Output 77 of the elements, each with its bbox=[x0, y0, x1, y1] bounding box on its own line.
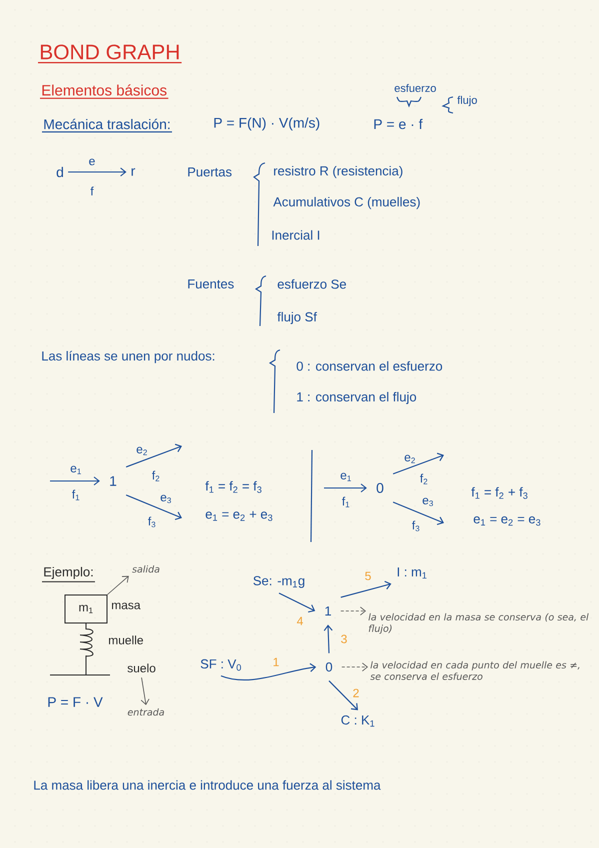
heading: Ejemplo: bbox=[42, 566, 95, 582]
edge-label: e$_{2}$ bbox=[403, 454, 417, 464]
list-item: 0 : conservan el esfuerzo bbox=[296, 361, 442, 371]
edge-label: e$_{1}$ bbox=[339, 472, 353, 482]
annotation: flujo bbox=[457, 96, 477, 106]
list-item: flujo Sf bbox=[277, 312, 317, 324]
category-label: Puertas bbox=[188, 167, 232, 177]
arrow bbox=[278, 592, 316, 613]
arrow bbox=[68, 168, 126, 176]
arrow bbox=[126, 494, 182, 520]
note-text: la velocidad en cada punto del muelle es ≠, se conserva el esfuerzo bbox=[370, 661, 580, 680]
signal-label: f$_{1}$ bbox=[342, 496, 350, 508]
element-label: Se: -m$_{1}$g bbox=[253, 576, 304, 588]
arrow bbox=[392, 452, 444, 474]
arrow bbox=[340, 606, 366, 616]
port-label: r bbox=[132, 168, 136, 176]
category-label: Fuentes bbox=[188, 279, 234, 289]
signal-label: f bbox=[90, 186, 94, 196]
note-text: la velocidad en la masa se conserva (o sea, el flujo) bbox=[368, 613, 589, 634]
equation: P = e · f bbox=[374, 118, 423, 130]
equation: P = F · V bbox=[48, 697, 103, 707]
junction-symbol: 0 bbox=[326, 662, 332, 672]
list-item: Acumulativos C (muelles) bbox=[273, 196, 420, 210]
list-item: Inercial I bbox=[272, 230, 320, 240]
signal-label: f$_{2}$ bbox=[152, 470, 160, 482]
ground-label: suelo bbox=[128, 664, 156, 672]
equation: P = F(N) · V(m/s) bbox=[214, 117, 320, 131]
edge-label: 3 bbox=[340, 634, 348, 644]
arrow bbox=[126, 444, 182, 468]
arrow bbox=[107, 576, 129, 595]
edge-label: e$_{1}$ bbox=[69, 464, 83, 476]
edge-label: e bbox=[88, 158, 96, 166]
element-label: I : m$_{1}$ bbox=[398, 567, 426, 579]
edge-label: e$_{3}$ bbox=[421, 496, 435, 508]
mass-label: masa bbox=[112, 602, 141, 610]
mass-box: m$_{1}$ bbox=[64, 594, 108, 624]
heading: Elementos básicos bbox=[40, 84, 168, 99]
arrow bbox=[324, 624, 333, 654]
arrow bbox=[50, 476, 100, 486]
statement: La masa libera una inercia e introduce una fuerza al sistema bbox=[34, 780, 381, 790]
equation: e$_{1}$ = e$_{2}$ = e$_{3}$ bbox=[474, 516, 540, 526]
annotation: esfuerzo bbox=[394, 84, 436, 92]
edge-label: 1 bbox=[272, 656, 280, 668]
edge-label: 5 bbox=[364, 570, 372, 582]
arrow bbox=[220, 663, 316, 681]
list-item: 1 : conservan el flujo bbox=[297, 392, 416, 404]
arrow bbox=[140, 677, 150, 706]
equation: f$_{1}$ = f$_{2}$ + f$_{3}$ bbox=[471, 487, 528, 499]
arrow bbox=[328, 680, 358, 710]
list-item: resistro R (resistencia) bbox=[274, 166, 402, 178]
element-label: C : K$_{1}$ bbox=[341, 715, 374, 727]
arrow bbox=[341, 662, 368, 672]
arrow bbox=[340, 580, 392, 598]
equation: e$_{1}$ = e$_{2}$ + e$_{3}$ bbox=[206, 511, 272, 521]
port-label: d bbox=[56, 166, 63, 178]
edge-label: 4 bbox=[296, 616, 304, 626]
part-label: muelle bbox=[109, 636, 143, 644]
note-text: salida bbox=[132, 565, 160, 573]
title: BOND GRAPH bbox=[38, 44, 182, 64]
edge-label: e$_{3}$ bbox=[159, 494, 173, 504]
junction-symbol: 1 bbox=[325, 606, 331, 616]
edge-label: e$_{2}$ bbox=[135, 446, 149, 456]
signal-label: f$_{2}$ bbox=[420, 474, 428, 484]
junction-symbol: 0 bbox=[376, 483, 384, 493]
edge-label: 2 bbox=[352, 688, 360, 698]
list-item: esfuerzo Se bbox=[278, 279, 346, 289]
arrow bbox=[324, 484, 367, 492]
statement: Las líneas se unen por nudos: bbox=[42, 350, 214, 364]
signal-label: f$_{3}$ bbox=[412, 520, 420, 532]
note-text: entrada bbox=[128, 708, 164, 716]
element-label: SF : V$_{0}$ bbox=[200, 659, 241, 671]
arrow bbox=[392, 502, 444, 525]
heading: Mecánica traslación: bbox=[42, 118, 172, 132]
junction-symbol: 1 bbox=[110, 476, 116, 486]
signal-label: f$_{1}$ bbox=[72, 490, 80, 500]
equation: f$_{1}$ = f$_{2}$ = f$_{3}$ bbox=[205, 481, 262, 493]
signal-label: f$_{3}$ bbox=[148, 516, 156, 528]
